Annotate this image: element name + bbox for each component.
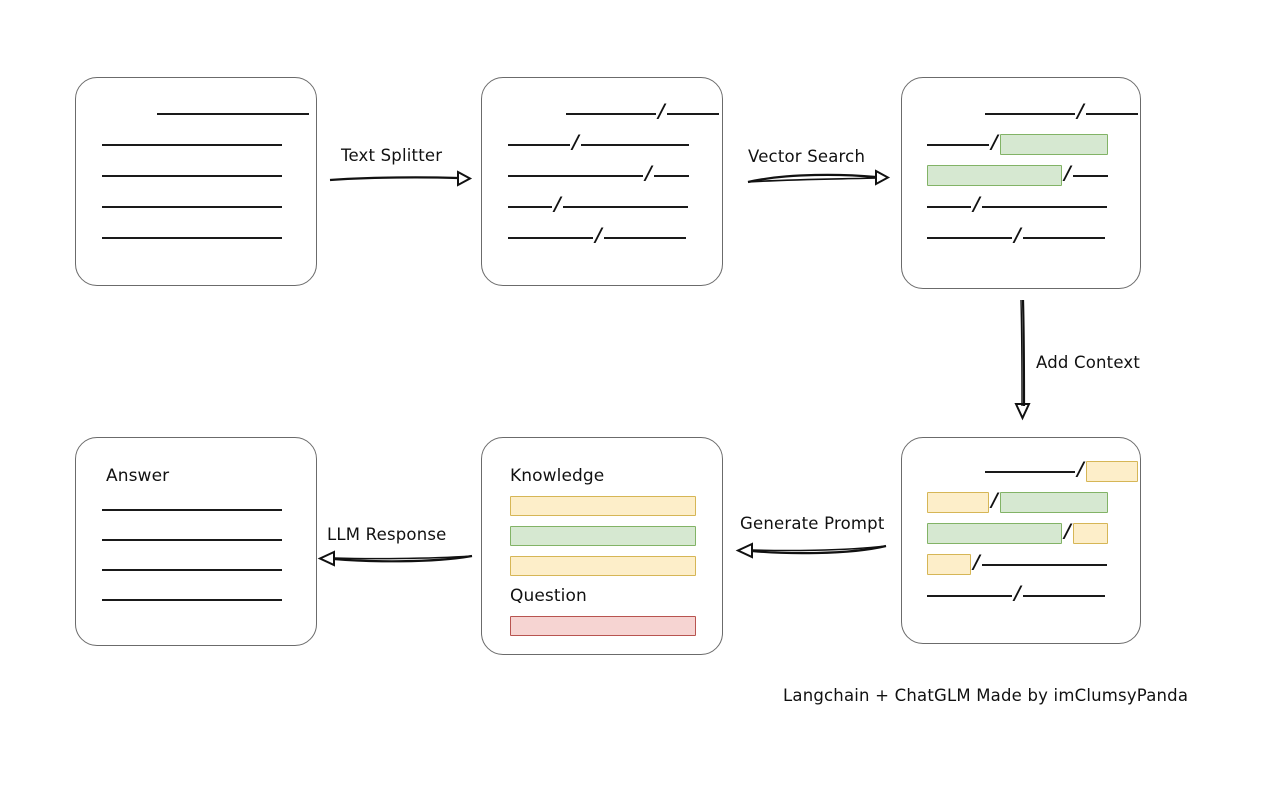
prompt-question-bar-1 (510, 616, 696, 636)
footer-credit: Langchain + ChatGLM Made by imClumsyPand… (783, 686, 1189, 705)
split-document-box: / / / / / (481, 77, 723, 286)
vector-search-arrow (747, 169, 891, 186)
highlighted-chunk-yellow (1072, 523, 1108, 544)
llm-response-arrow (317, 550, 473, 567)
arrow-label-generate-prompt: Generate Prompt (740, 514, 885, 533)
text-line-row: / (927, 132, 1117, 155)
text-rule (102, 568, 282, 571)
text-rule (985, 112, 1075, 115)
text-line-row (102, 205, 292, 208)
highlighted-chunk-green (927, 165, 1062, 186)
text-rule (566, 112, 656, 115)
context-document-box: / / / / / (901, 437, 1141, 644)
text-rule (927, 205, 971, 208)
highlighted-chunk-green (999, 134, 1108, 155)
arrow-label-text-splitter: Text Splitter (341, 146, 443, 165)
prompt-question-heading: Question (510, 586, 587, 606)
text-rule (508, 236, 593, 239)
text-line-row: / (927, 101, 1138, 120)
text-rule (102, 598, 282, 601)
retrieved-document-lines: / / / / / (927, 101, 1138, 257)
text-line-row: / (508, 194, 698, 213)
text-line-row (102, 236, 292, 239)
text-rule (102, 236, 282, 239)
prompt-knowledge-bar-1 (510, 496, 696, 516)
text-rule (102, 538, 282, 541)
text-line-row: / (927, 225, 1117, 244)
text-rule (981, 563, 1107, 566)
text-rule (666, 112, 719, 115)
text-rule (580, 143, 689, 146)
highlighted-chunk-yellow (927, 554, 971, 575)
text-rule (653, 174, 689, 177)
retrieved-document-box: / / / / / (901, 77, 1141, 289)
text-line-row: / (508, 101, 719, 120)
text-line-row: / (927, 521, 1117, 544)
text-rule (102, 143, 282, 146)
text-line-row: / (927, 552, 1117, 575)
prompt-box: Knowledge Question (481, 437, 723, 655)
text-line-row: / (927, 163, 1117, 186)
text-rule (508, 205, 552, 208)
text-line-row: / (508, 132, 698, 151)
text-rule (508, 143, 570, 146)
text-line-row: / (927, 459, 1138, 482)
answer-lines (102, 508, 292, 628)
text-rule (927, 143, 989, 146)
highlighted-chunk-green (999, 492, 1108, 513)
text-line-row (102, 508, 292, 511)
text-line-row: / (927, 583, 1117, 602)
text-line-row: / (927, 490, 1117, 513)
text-rule (1085, 112, 1138, 115)
add-context-arrow (1014, 299, 1031, 421)
highlighted-chunk-yellow (927, 492, 989, 513)
text-line-row (102, 174, 292, 177)
text-line-row (102, 568, 292, 571)
answer-heading: Answer (106, 466, 170, 486)
prompt-knowledge-bar-2 (510, 526, 696, 546)
arrow-label-llm-response: LLM Response (327, 525, 447, 544)
generate-prompt-arrow (735, 542, 887, 559)
text-rule (927, 236, 1012, 239)
arrow-label-vector-search: Vector Search (748, 147, 866, 166)
text-rule (1022, 594, 1105, 597)
prompt-knowledge-heading: Knowledge (510, 466, 605, 486)
text-rule (102, 508, 282, 511)
text-line-row (102, 112, 309, 115)
text-rule (1022, 236, 1105, 239)
text-line-row: / (927, 194, 1117, 213)
text-rule (981, 205, 1107, 208)
context-document-lines: / / / / / (927, 459, 1138, 615)
text-rule (102, 205, 282, 208)
highlighted-chunk-yellow (1085, 461, 1138, 482)
text-rule (102, 174, 282, 177)
text-rule (562, 205, 688, 208)
source-document-lines (102, 112, 309, 257)
text-line-row (102, 598, 292, 601)
highlighted-chunk-green (927, 523, 1062, 544)
text-rule (603, 236, 686, 239)
answer-box: Answer (75, 437, 317, 646)
text-line-row (102, 538, 292, 541)
text-rule (927, 594, 1012, 597)
text-line-row: / (508, 225, 698, 244)
text-rule (508, 174, 643, 177)
text-rule (157, 112, 309, 115)
text-line-row (102, 143, 292, 146)
text-splitter-arrow (329, 170, 473, 187)
text-rule (1072, 174, 1108, 177)
text-line-row: / (508, 163, 698, 182)
prompt-knowledge-bar-3 (510, 556, 696, 576)
arrow-label-add-context: Add Context (1036, 353, 1141, 372)
text-rule (985, 470, 1075, 473)
source-document-box (75, 77, 317, 286)
split-document-lines: / / / / / (508, 101, 719, 257)
